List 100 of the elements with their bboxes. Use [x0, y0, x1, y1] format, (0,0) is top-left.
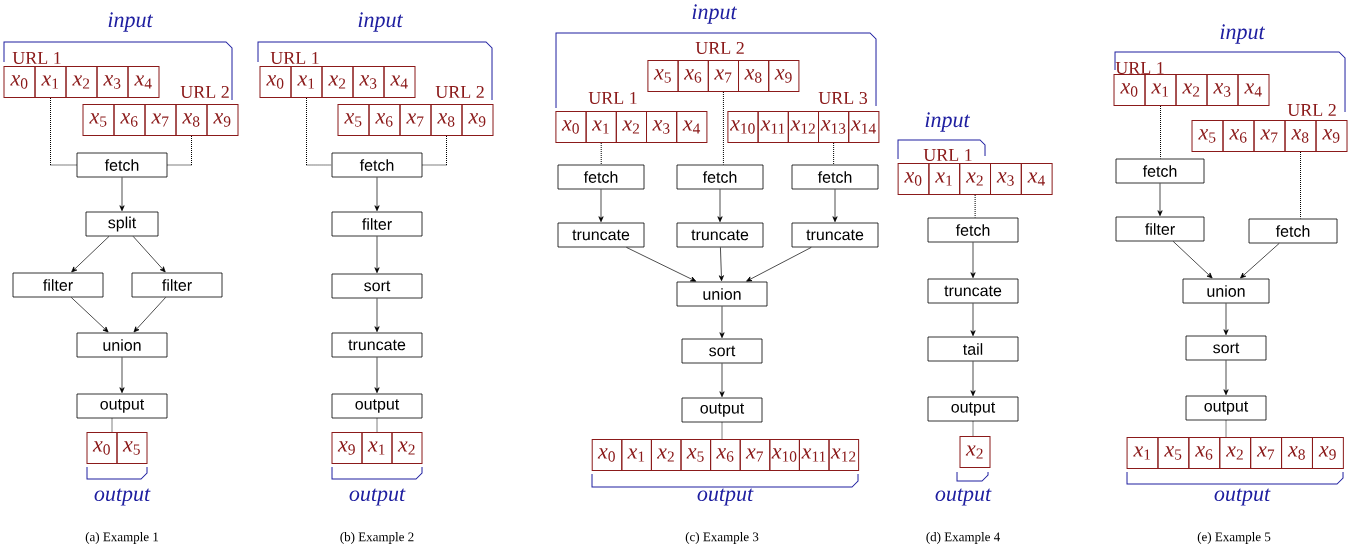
operator-box: truncate	[791, 222, 879, 248]
array-cell: x$_{2}$	[391, 432, 423, 464]
array-cell: x$_{0}$	[86, 432, 118, 464]
caption: (e) Example 5	[1197, 532, 1271, 544]
array-cell: x$_{13}$	[818, 111, 850, 143]
dotted-line	[376, 417, 378, 433]
array-cell: x$_{2}$	[321, 66, 354, 98]
array-cell: x$_{7}$	[1250, 437, 1283, 469]
array-cell: x$_{9}$	[331, 432, 363, 464]
bracket-label: output	[697, 488, 754, 506]
array-cell: x$_{6}$	[1222, 120, 1255, 152]
array-cell: x$_{9}$	[461, 104, 494, 136]
dotted-line	[1160, 105, 1161, 160]
array-cell: x$_{1}$	[585, 111, 617, 143]
operator-box: filter	[12, 272, 104, 298]
operator-box: split	[85, 211, 159, 237]
array-cell: x$_{8}$	[738, 60, 770, 92]
array-cell: x$_{1}$	[928, 163, 961, 195]
arrow	[970, 303, 976, 337]
arrow	[1157, 183, 1163, 217]
array-cell: x$_{8}$	[1281, 437, 1313, 469]
array-cell: x$_{7}$	[707, 60, 739, 92]
array-cell: x$_{2}$	[65, 66, 98, 98]
array-cell: x$_{0}$	[259, 66, 292, 98]
operator-box: truncate	[557, 222, 645, 248]
array-cell: x$_{3}$	[1206, 74, 1239, 106]
array-cell: x$_{0}$	[591, 439, 623, 471]
array-cell: x$_{2}$	[1175, 74, 1208, 106]
array-cell: x$_{6}$	[677, 60, 709, 92]
bracket-label: output	[94, 488, 151, 506]
url-label: URL 1	[923, 148, 972, 162]
array-cell: x$_{1}$	[1144, 74, 1177, 106]
arrow	[1172, 241, 1213, 279]
array-cell: x$_{10}$	[769, 439, 800, 471]
bracket-label: input	[925, 112, 971, 132]
operator-box: truncate	[927, 278, 1019, 304]
array-cell: x$_{5}$	[82, 104, 115, 136]
array-cell: x$_{5}$	[1191, 120, 1224, 152]
dotted-line	[421, 135, 447, 166]
operator-box: union	[76, 332, 168, 358]
array-cell: x$_{8}$	[430, 104, 463, 136]
caption: (c) Example 3	[685, 532, 759, 544]
array-cell: x$_{1}$	[34, 66, 67, 98]
dotted-line	[721, 421, 723, 440]
arrow	[119, 357, 125, 394]
bracket-label: input	[692, 4, 738, 24]
arrow	[1223, 303, 1229, 336]
url-label: URL 2	[1287, 103, 1336, 117]
arrow	[374, 236, 380, 274]
operator-box: fetch	[76, 152, 168, 178]
array-cell: x$_{8}$	[175, 104, 208, 136]
array-cell: x$_{6}$	[113, 104, 146, 136]
array-cell: x$_{0}$	[897, 163, 930, 195]
operator-box: fetch	[1115, 158, 1205, 184]
operator-box: tail	[927, 336, 1019, 362]
url-label: URL 2	[435, 85, 484, 99]
arrow	[1240, 243, 1280, 279]
operator-box: output	[927, 396, 1019, 422]
array-cell: x$_{1}$	[621, 439, 652, 471]
array-cell: x$_{3}$	[990, 163, 1022, 195]
array-cell: x$_{6}$	[710, 439, 741, 471]
operator-box: sort	[681, 338, 763, 364]
array-cell: x$_{7}$	[144, 104, 177, 136]
operator-box: fetch	[331, 152, 423, 178]
array-cell: x$_{4}$	[127, 66, 160, 98]
url-label: URL 1	[270, 51, 319, 65]
operator-box: fetch	[557, 164, 645, 190]
operator-box: filter	[131, 272, 223, 298]
arrow	[970, 242, 976, 279]
arrow	[70, 297, 109, 333]
operator-box: output	[331, 393, 423, 419]
operator-box: sort	[1185, 335, 1267, 361]
array-cell: x$_{9}$	[1315, 120, 1348, 152]
dotted-line	[111, 417, 113, 433]
url-label: URL 2	[180, 85, 229, 99]
arrow	[717, 189, 723, 223]
dotted-line	[1225, 419, 1227, 438]
bracket-label: input	[358, 12, 404, 32]
operator-box: union	[1182, 278, 1270, 304]
array-cell: x$_{7}$	[1253, 120, 1286, 152]
operator-box: fetch	[1248, 218, 1338, 244]
array-cell: x$_{5}$	[116, 432, 148, 464]
caption: (b) Example 2	[340, 532, 414, 544]
array-cell: x$_{4}$	[676, 111, 708, 143]
bracket-label: output	[1214, 488, 1271, 506]
array-cell: x$_{2}$	[959, 436, 991, 468]
array-cell: x$_{2}$	[650, 439, 682, 471]
arrow	[718, 247, 724, 282]
arrow	[832, 189, 838, 223]
caption: (d) Example 4	[926, 532, 1000, 544]
array-cell: x$_{2}$	[615, 111, 647, 143]
array-cell: x$_{5}$	[1157, 437, 1190, 469]
arrow	[374, 357, 380, 394]
bracket-label: output	[935, 488, 992, 506]
operator-box: fetch	[927, 217, 1019, 243]
array-cell: x$_{5}$	[647, 60, 679, 92]
array-cell: x$_{2}$	[1219, 437, 1252, 469]
arrow	[132, 236, 166, 273]
bracket-label: output	[349, 488, 406, 506]
url-label: URL 2	[695, 41, 744, 55]
